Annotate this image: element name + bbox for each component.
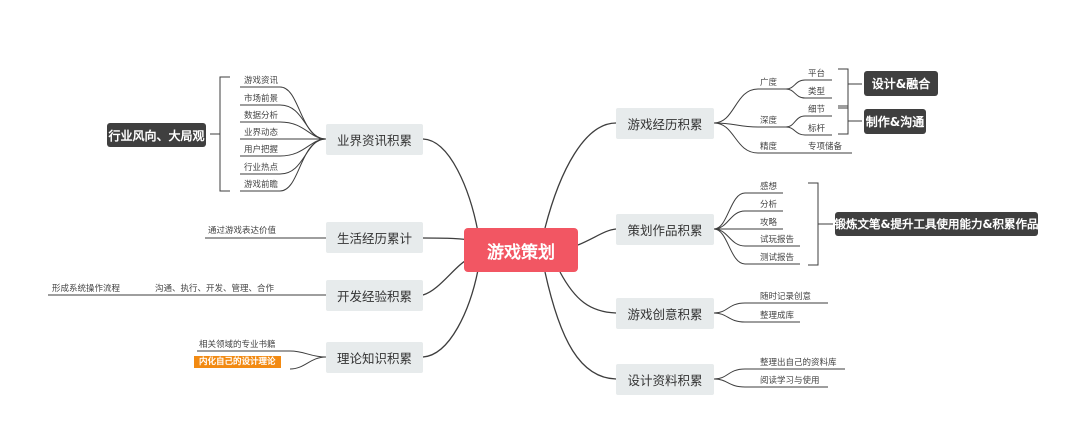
branch-game-experience[interactable]: 游戏经历积累 — [616, 108, 714, 139]
leaf-details[interactable]: 细节 — [808, 105, 826, 115]
leaf-read-learn-use[interactable]: 阅读学习与使用 — [760, 376, 820, 386]
leaf-game-preview[interactable]: 游戏前瞻 — [244, 180, 279, 190]
branch-dev-experience[interactable]: 开发经验积累 — [326, 280, 423, 311]
leaf-system-process[interactable]: 形成系统操作流程 — [52, 284, 121, 294]
leaf-record-ideas[interactable]: 随时记录创意 — [760, 292, 812, 302]
leaf-trial-report[interactable]: 试玩报告 — [760, 235, 795, 245]
branch-design-materials[interactable]: 设计资料积累 — [616, 364, 714, 395]
leaf-impressions[interactable]: 感想 — [760, 182, 778, 192]
leaf-own-database[interactable]: 整理出自己的资料库 — [760, 358, 837, 368]
leaf-express-values[interactable]: 通过游戏表达价值 — [208, 226, 277, 236]
leaf-analysis[interactable]: 分析 — [760, 200, 778, 210]
branch-life-experience[interactable]: 生活经历累计 — [326, 222, 423, 253]
leaf-user-grasp[interactable]: 用户把握 — [244, 145, 279, 155]
leaf-professional-books[interactable]: 相关领域的专业书籍 — [199, 340, 276, 350]
leaf-data-analysis[interactable]: 数据分析 — [244, 111, 279, 121]
summary-tag-skills-works[interactable]: 锻炼文笔&提升工具使用能力&积累作品 — [834, 212, 1039, 236]
branch-theory-knowledge[interactable]: 理论知识积累 — [326, 342, 423, 373]
leaf-breadth[interactable]: 广度 — [760, 78, 778, 88]
highlight-internalize-theory[interactable]: 内化自己的设计理论 — [194, 356, 281, 368]
branch-design-works[interactable]: 策划作品积累 — [616, 214, 714, 245]
leaf-organize-library[interactable]: 整理成库 — [760, 311, 795, 321]
leaf-guide[interactable]: 攻略 — [760, 218, 778, 228]
leaf-depth[interactable]: 深度 — [760, 116, 778, 126]
leaf-special-reserve[interactable]: 专项储备 — [808, 142, 843, 152]
summary-tag-design-fusion[interactable]: 设计&融合 — [864, 71, 938, 96]
central-topic[interactable]: 游戏策划 — [464, 228, 578, 272]
summary-tag-production-communication[interactable]: 制作&沟通 — [864, 109, 926, 134]
leaf-platform[interactable]: 平台 — [808, 69, 826, 79]
leaf-hot-topics[interactable]: 行业热点 — [244, 163, 279, 173]
branch-industry-info[interactable]: 业界资讯积累 — [326, 124, 423, 155]
leaf-dev-skills[interactable]: 沟通、执行、开发、管理、合作 — [155, 284, 275, 294]
leaf-benchmark[interactable]: 标杆 — [808, 124, 826, 134]
leaf-genre[interactable]: 类型 — [808, 87, 826, 97]
leaf-precision[interactable]: 精度 — [760, 142, 778, 152]
leaf-industry-trends[interactable]: 业界动态 — [244, 128, 279, 138]
leaf-market-outlook[interactable]: 市场前景 — [244, 94, 279, 104]
branch-creative-ideas[interactable]: 游戏创意积累 — [616, 298, 714, 329]
summary-tag-industry[interactable]: 行业风向、大局观 — [107, 123, 206, 147]
leaf-game-news[interactable]: 游戏资讯 — [244, 76, 279, 86]
leaf-test-report[interactable]: 测试报告 — [760, 253, 795, 263]
